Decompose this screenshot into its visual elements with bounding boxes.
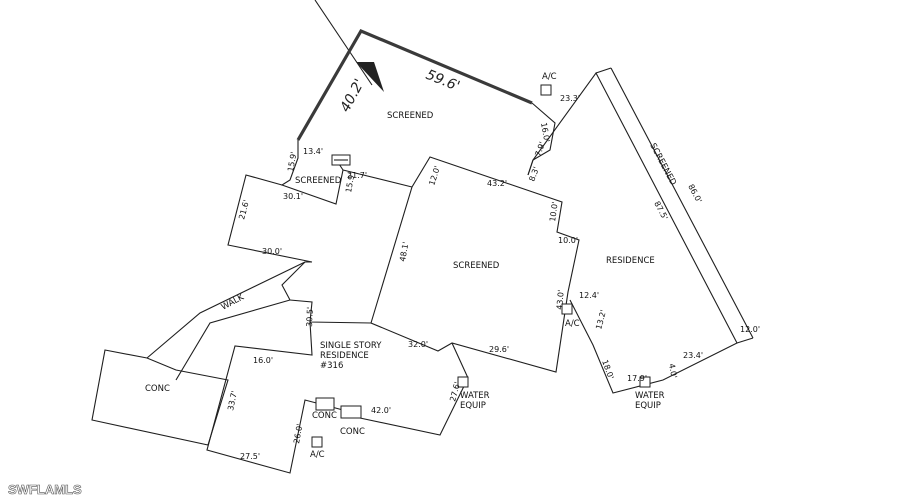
dim-43-2: 43.2' xyxy=(487,179,507,188)
dim-10-0b: 10.0' xyxy=(558,236,578,245)
dim-26-0: 26.0' xyxy=(292,423,304,444)
conc-pad-1 xyxy=(315,397,335,411)
ac-unit-top xyxy=(540,84,552,96)
dim-12-0a: 12.0' xyxy=(427,165,442,187)
label-ac-top: A/C xyxy=(542,72,557,82)
dim-21-7: 21.7' xyxy=(347,171,367,180)
dim-15-9b: 15.9' xyxy=(344,172,356,193)
dim-30-1: 30.1' xyxy=(283,192,303,201)
ac-unit-bottom xyxy=(311,436,323,448)
conc-pad-2 xyxy=(340,405,362,419)
screened-center-outline xyxy=(370,156,580,373)
watermark: SWFLAMLS xyxy=(8,482,82,497)
north-arrow-head xyxy=(356,62,384,92)
dim-13-2: 13.2' xyxy=(594,309,608,331)
dim-42-0: 42.0' xyxy=(371,406,391,415)
dim-87-5: 87.5' xyxy=(652,200,669,222)
dim-15-9a: 15.9' xyxy=(286,151,298,172)
residence-right-outline xyxy=(527,71,738,394)
label-walk: WALK xyxy=(220,292,246,312)
label-conc-small-1: CONC xyxy=(312,411,337,421)
dim-48-1: 48.1' xyxy=(398,241,410,262)
dim-12-4: 12.4' xyxy=(579,291,599,300)
screened-strip-outer xyxy=(610,67,754,339)
dim-10-0a: 10.0' xyxy=(548,201,560,222)
label-conc-left: CONC xyxy=(145,384,170,394)
label-screened-small: SCREENED xyxy=(295,176,342,186)
ac-unit-mid xyxy=(561,303,573,315)
label-conc-small-2: CONC xyxy=(340,427,365,437)
dim-30-5: 30.5' xyxy=(305,307,315,327)
link-edge xyxy=(342,169,413,188)
label-screened-top: SCREENED xyxy=(387,111,434,121)
dim-23-3: 23.3' xyxy=(560,94,580,103)
dim-17-9: 17.9' xyxy=(627,374,647,383)
dim-8-3: 8.3' xyxy=(527,166,541,183)
walk-lower-edge xyxy=(175,299,291,381)
label-residence-right: RESIDENCE xyxy=(606,256,655,266)
label-ac-bottom: A/C xyxy=(310,450,325,460)
dim-13-4: 13.4' xyxy=(303,147,323,156)
dim-27-5: 27.5' xyxy=(240,452,260,461)
dim-43-0: 43.0' xyxy=(555,289,566,310)
dim-12-0b: 12.0' xyxy=(740,325,760,334)
residence-316-outline xyxy=(206,321,469,474)
label-water-right-2: EQUIP xyxy=(635,401,661,411)
dim-23-4: 23.4' xyxy=(683,351,703,360)
dim-33-7: 33.7' xyxy=(226,390,239,411)
dim-29-6: 29.6' xyxy=(489,345,509,354)
label-single-story-2: RESIDENCE xyxy=(320,351,369,361)
label-single-story-3: #316 xyxy=(320,361,343,371)
screened-strip-top xyxy=(595,67,612,74)
dim-7-9: 7.9' xyxy=(533,141,547,158)
dim-30-0: 30.0' xyxy=(262,247,282,256)
water-equip-left-box xyxy=(457,376,469,388)
label-water-left-2: EQUIP xyxy=(460,401,486,411)
screened-top-thick-edge xyxy=(296,28,533,141)
label-ac-mid: A/C xyxy=(565,319,580,329)
dim-86-0: 86.0' xyxy=(686,183,703,205)
label-water-right-1: WATER xyxy=(635,391,665,401)
screened-strip-bottom xyxy=(736,337,754,344)
dim-16-0: 16.0' xyxy=(539,122,551,143)
dim-4-0: 4.0' xyxy=(667,363,678,379)
left-wing-outline xyxy=(227,174,313,263)
dim-18-0: 18.0' xyxy=(600,359,615,381)
walk-upper-edge xyxy=(146,261,306,359)
label-water-left-1: WATER xyxy=(460,391,490,401)
label-screened-center: SCREENED xyxy=(453,261,500,271)
label-single-story-1: SINGLE STORY xyxy=(320,341,382,351)
dim-left-top-edge: 40.2' xyxy=(337,76,368,114)
conc-left-outline xyxy=(91,349,229,446)
dim-16-0b: 16.0' xyxy=(253,356,273,365)
residence-316-upper xyxy=(281,261,372,324)
water-equip-right-box xyxy=(639,376,651,388)
dim-32-0: 32.0' xyxy=(408,340,428,349)
north-arrow-line xyxy=(314,0,373,86)
